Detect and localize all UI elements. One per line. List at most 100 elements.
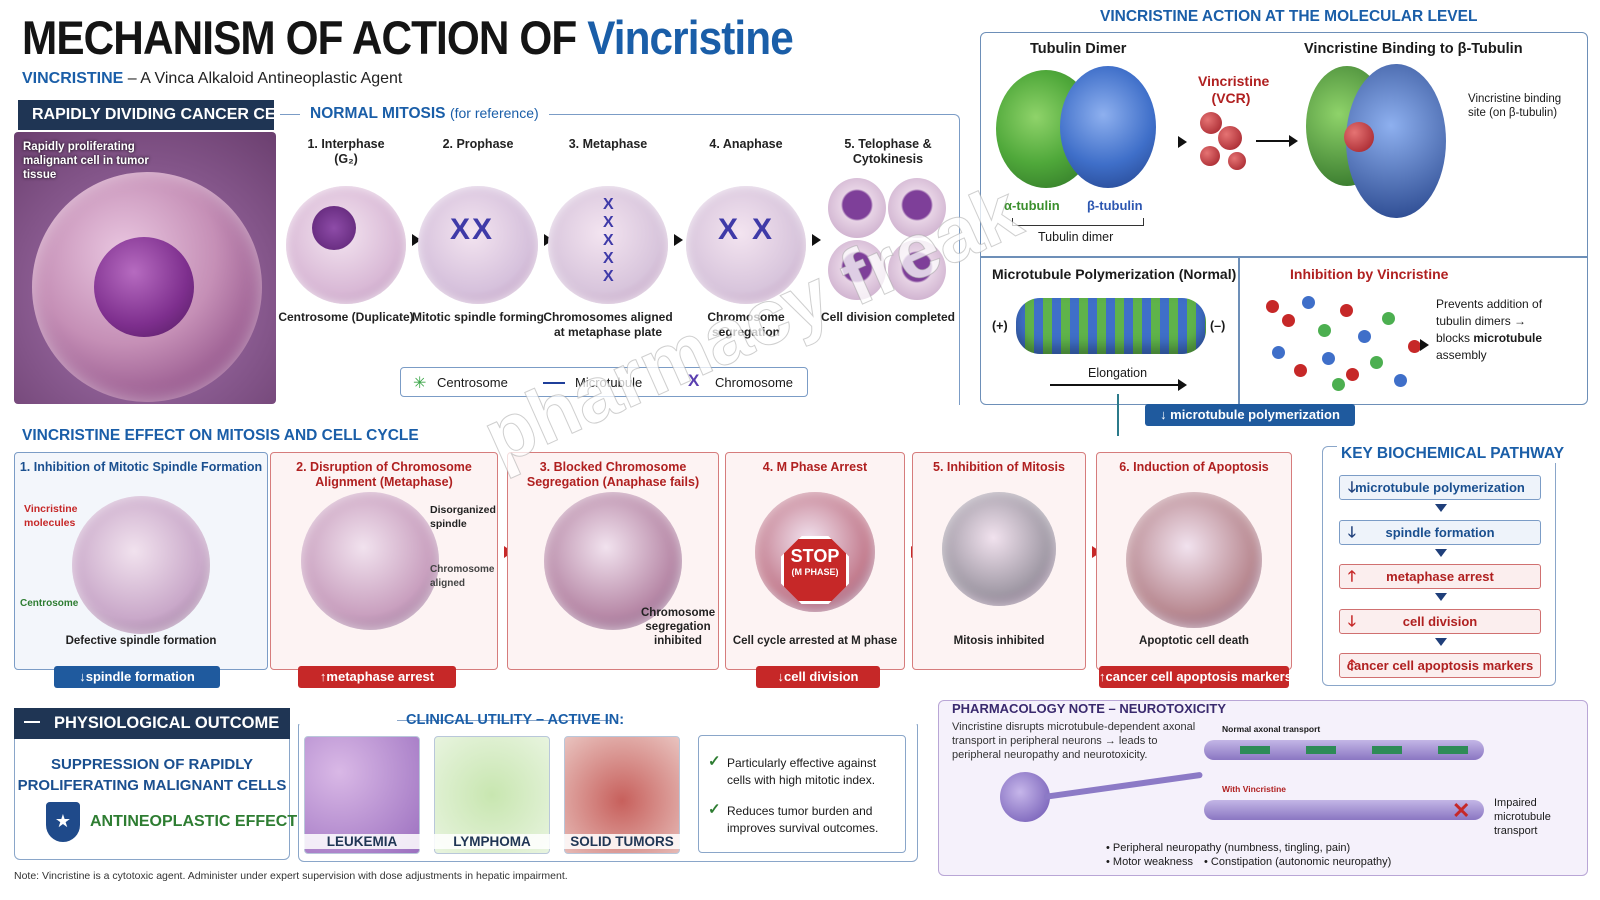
- page-subtitle: VINCRISTINE – A Vinca Alkaloid Antineopl…: [22, 70, 402, 88]
- pathway-panel: KEY BIOCHEMICAL PATHWAY 🡓microtubule pol…: [1322, 445, 1569, 686]
- stage-label-line: 3. Metaphase: [568, 137, 648, 151]
- pathway-title: KEY BIOCHEMICAL PATHWAY: [1337, 445, 1569, 463]
- effect-step-title: 1. Inhibition of Mitotic Spindle Formati…: [19, 460, 263, 474]
- pathway-arrow-icon: 🡓: [1348, 612, 1356, 630]
- pathway-item-label: metaphase arrest: [1386, 569, 1494, 584]
- inhibition-text: Prevents addition of tubulin dimers → bl…: [1436, 297, 1543, 362]
- alpha-tubulin-label: α-tubulin: [1004, 198, 1060, 213]
- vcr-molecule: [1218, 126, 1242, 150]
- vcr-label: Vincristine(VCR): [1198, 73, 1270, 106]
- stage-caption: Mitotic spindle forming: [412, 310, 544, 324]
- minus-end-label: (–): [1210, 319, 1226, 333]
- tubulin-dimer-label: Tubulin dimer: [1038, 230, 1114, 244]
- effect-cell: [301, 492, 439, 630]
- cancer-cell-image: Rapidly proliferating malignant cell in …: [14, 132, 276, 404]
- tubulin-particle: [1408, 340, 1421, 353]
- stage-caption: Cell division completed: [820, 310, 956, 324]
- tubulin-particle: [1302, 296, 1315, 309]
- tubulin-particle: [1340, 304, 1353, 317]
- tubulin-particle: [1394, 374, 1407, 387]
- clinical-tile-label: SOLID TUMORS: [564, 834, 680, 849]
- mitosis-cell: [686, 186, 806, 304]
- neuro-bullet: • Constipation (autonomic neuropathy): [1204, 856, 1392, 868]
- effect-step-title: 3. Blocked Chromosome Segregation (Anaph…: [526, 460, 700, 489]
- mitosis-cell: [548, 186, 668, 304]
- pathway-item: 🡓microtubule polymerization: [1339, 475, 1541, 500]
- clinical-panel: [298, 720, 918, 862]
- daughter-cell: [888, 240, 946, 300]
- pathway-item-label: microtubule polymerization: [1355, 480, 1525, 495]
- vertical-connector: [1117, 394, 1119, 436]
- check-icon: ✓: [708, 753, 721, 770]
- stage-label-line: 4. Anaphase: [709, 137, 783, 151]
- polymerization-title: Microtubule Polymerization (Normal): [992, 266, 1237, 282]
- cancer-cell-caption: Rapidly proliferating malignant cell in …: [23, 141, 149, 181]
- stop-sign-text: STOP: [790, 546, 840, 566]
- legend-microtubule: Microtubule: [575, 375, 643, 390]
- pathway-item: 🡑metaphase arrest: [1339, 564, 1541, 589]
- subtitle-drug: VINCRISTINE: [22, 70, 124, 87]
- normal-mitosis-frame: [280, 114, 960, 405]
- chromosome-icon: X X X X X: [603, 196, 616, 285]
- effect-cell: [544, 492, 682, 630]
- stage-label-line: 1. Interphase: [307, 137, 385, 151]
- chromosome-icon: XX: [450, 213, 495, 246]
- effect-badge: ↑cancer cell apoptosis markers: [1099, 666, 1292, 688]
- blocked-x-icon: ✕: [1452, 798, 1471, 823]
- stop-sign-icon: [781, 536, 849, 604]
- stage-label-line: (G₂): [334, 152, 358, 166]
- binding-site-label: Vincristine binding site (on β-tubulin): [1468, 93, 1562, 119]
- microtubule-graphic: [1016, 298, 1206, 354]
- chromosome-legend-icon: X: [688, 371, 700, 390]
- tubulin-particle: [1358, 330, 1371, 343]
- effect-annotation: Vincristine molecules: [24, 503, 78, 529]
- stage-label-line: Cytokinesis: [852, 152, 924, 166]
- tubulin-particle: [1318, 324, 1331, 337]
- tubulin-particle: [1266, 300, 1279, 313]
- outcome-header-line: [24, 721, 40, 723]
- microtubule-legend-icon: [543, 382, 565, 384]
- stage-label: 5. Telophase &Cytokinesis: [818, 137, 958, 167]
- arrow-right-icon: [412, 234, 421, 246]
- effect-section-title: VINCRISTINE EFFECT ON MITOSIS AND CELL C…: [22, 427, 419, 444]
- tubulin-dimer-title: Tubulin Dimer: [1030, 41, 1127, 57]
- clinical-bullet: Reduces tumor burden and improves surviv…: [727, 804, 879, 835]
- effect-cell: [1126, 492, 1262, 628]
- neuro-text: Vincristine disrupts microtubule-depende…: [952, 721, 1196, 761]
- effect-cell: [72, 496, 210, 634]
- pathway-arrow-icon: 🡓: [1348, 523, 1356, 541]
- pathway-item: 🡓spindle formation: [1339, 519, 1541, 545]
- plus-end-label: (+): [992, 319, 1008, 333]
- effect-step-title: 5. Inhibition of Mitosis: [933, 460, 1065, 474]
- arrow-down-icon: [1435, 593, 1447, 601]
- clinical-bullets-box: [698, 735, 906, 853]
- title-prefix: MECHANISM OF ACTION OF: [22, 11, 577, 64]
- tubulin-particle: [1272, 346, 1285, 359]
- molecular-title: VINCRISTINE ACTION AT THE MOLECULAR LEVE…: [1100, 8, 1478, 25]
- beta-tubulin-label: β-tubulin: [1087, 198, 1143, 213]
- effect-badge: ↑metaphase arrest: [298, 666, 456, 688]
- arrow-right-icon: [1178, 379, 1187, 391]
- cancer-cell-header: RAPIDLY DIVIDING CANCER CELL: [18, 100, 295, 130]
- effect-badge: ↓spindle formation: [54, 666, 220, 688]
- chromosome-icon: XX: [718, 213, 787, 246]
- effect-step-caption: Defective spindle formation: [65, 635, 217, 647]
- mitosis-cell: [418, 186, 538, 304]
- arrow-right-icon: [1420, 339, 1429, 351]
- dimer-bracket: [1012, 218, 1144, 226]
- bound-vcr-molecule: [1344, 122, 1374, 152]
- clinical-tile-label: LEUKEMIA: [304, 834, 420, 849]
- transport-arrows: [1240, 746, 1470, 754]
- arrow-down-icon: [1435, 504, 1447, 512]
- elongation-label: Elongation: [1088, 366, 1148, 380]
- pathway-item: 🡑cancer cell apoptosis markers: [1339, 653, 1541, 678]
- title-drug-name: Vincristine: [587, 11, 794, 64]
- check-icon: ✓: [708, 801, 721, 818]
- effect-step-title: 2. Disruption of Chromosome Alignment (M…: [296, 460, 472, 489]
- normal-transport-label: Normal axonal transport: [1222, 724, 1321, 734]
- stage-caption: Centrosome (Duplicate): [278, 310, 414, 324]
- tubulin-particle: [1346, 368, 1359, 381]
- elongation-arrow: [1050, 384, 1180, 386]
- pathway-item-label: cancer cell apoptosis markers: [1346, 658, 1534, 673]
